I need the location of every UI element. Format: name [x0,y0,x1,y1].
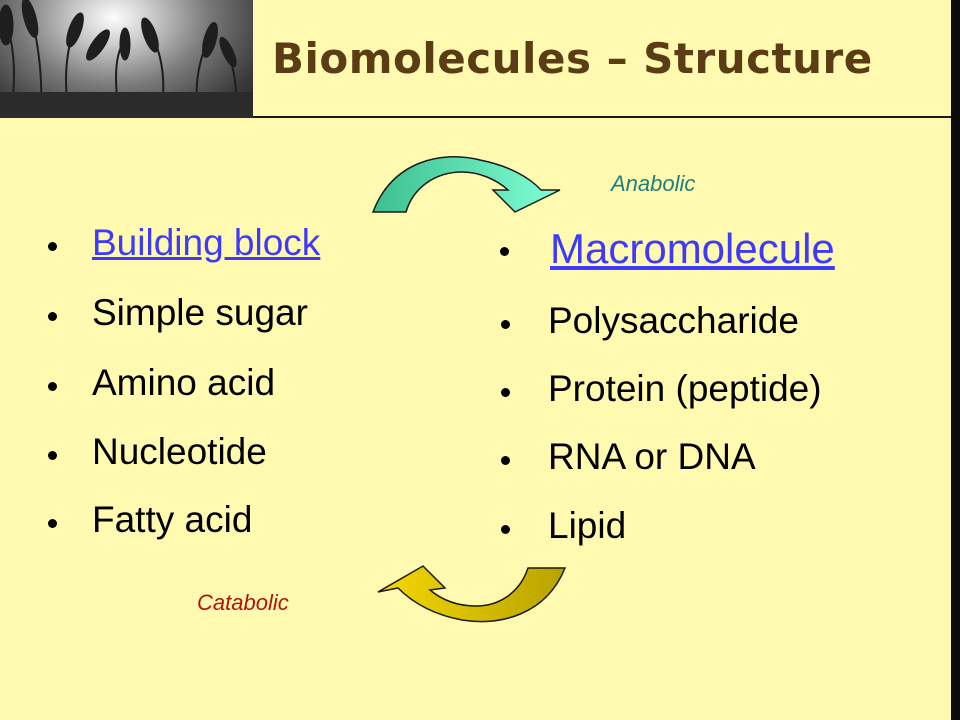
slide-title: Biomolecules – Structure [272,34,873,83]
bullet-icon [48,242,57,251]
list-item: Amino acid [48,362,276,404]
list-item: Nucleotide [48,431,267,473]
bullet-icon [501,320,510,329]
macromolecule-link[interactable]: Macromolecule [550,225,835,272]
catabolic-arrow-icon [377,565,567,623]
bullet-icon [48,382,57,391]
catabolic-label: Catabolic [197,590,289,615]
bullet-icon [501,456,510,465]
list-item: Polysaccharide [501,300,799,342]
list-item-label: Simple sugar [92,292,308,333]
macromolecule-heading-item: Macromolecule [500,225,835,273]
list-item: Protein (peptide) [501,368,822,410]
slide-right-edge [951,0,960,720]
title-divider [253,116,960,118]
building-block-link[interactable]: Building block [92,222,321,263]
list-item: RNA or DNA [501,436,756,478]
list-item-label: Nucleotide [92,431,267,472]
list-item-label: Amino acid [92,362,276,403]
bullet-icon [48,312,57,321]
list-item-label: Lipid [548,505,627,546]
anabolic-label: Anabolic [611,171,696,196]
list-item-label: Fatty acid [92,499,253,540]
building-block-heading-item: Building block [48,222,321,264]
list-item: Lipid [501,505,627,547]
list-item: Fatty acid [48,499,253,541]
bullet-icon [501,525,510,534]
list-item-label: Protein (peptide) [548,368,822,409]
bullet-icon [500,247,509,256]
list-item-label: RNA or DNA [548,436,756,477]
bullet-icon [501,388,510,397]
list-item-label: Polysaccharide [548,300,799,341]
wheat-photo [0,0,253,118]
bullet-icon [48,451,57,460]
list-item: Simple sugar [48,292,308,334]
bullet-icon [48,519,57,528]
